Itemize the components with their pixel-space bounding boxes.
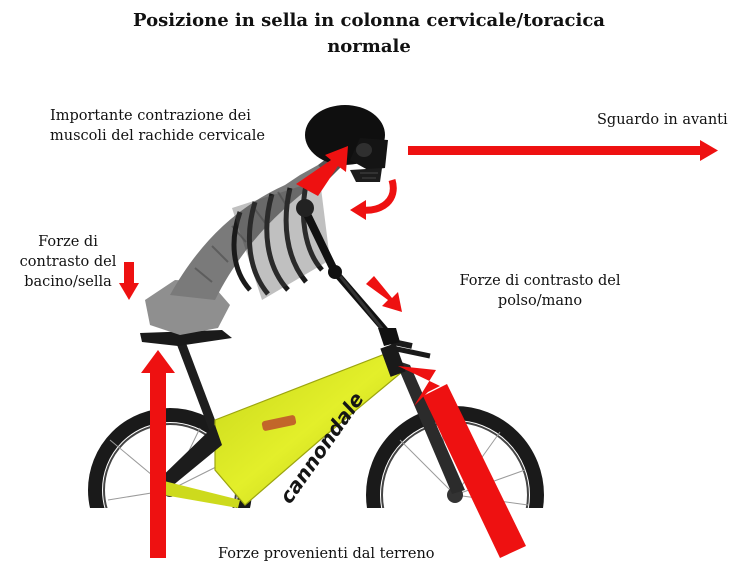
force-arrows bbox=[119, 140, 718, 558]
pelvis-label-line-2: contrasto del bbox=[19, 254, 117, 270]
wrist-arrow bbox=[366, 276, 402, 312]
pelvis-label-line-3: bacino/sella bbox=[24, 274, 112, 290]
neck-label-line-2: muscoli del rachide cervicale bbox=[50, 128, 265, 144]
ground-label: Forze provenienti dal terreno bbox=[218, 546, 435, 562]
neck-label-line-1: Importante contrazione dei bbox=[50, 108, 251, 124]
wrist-label: Forze di contrasto del polso/mano bbox=[440, 271, 640, 311]
saddle bbox=[140, 330, 232, 346]
wrist-label-line-2: polso/mano bbox=[497, 293, 583, 309]
neck-contraction-arrow bbox=[296, 146, 348, 196]
wrist-label-line-1: Forze di contrasto del bbox=[459, 273, 621, 289]
fork bbox=[395, 360, 465, 494]
pelvis-label-line-1: Forze di bbox=[38, 234, 98, 250]
ground-arrow-left bbox=[141, 350, 175, 558]
pelvis-down-arrow bbox=[119, 262, 139, 300]
skull-icon bbox=[305, 105, 388, 182]
chin-curved-arrow bbox=[361, 178, 397, 214]
bicycle-illustration: cannondale bbox=[0, 330, 738, 566]
ground-arrow-right bbox=[398, 366, 526, 558]
gaze-arrow bbox=[408, 140, 718, 161]
diagram-title: Posizione in sella in colonna cervicale/… bbox=[0, 8, 738, 60]
gaze-label: Sguardo in avanti bbox=[597, 112, 728, 128]
rib-cage bbox=[231, 184, 324, 296]
skeleton-illustration bbox=[145, 105, 400, 346]
arm-bones bbox=[301, 206, 390, 338]
pelvis-label: Forze di contrasto del bacino/sella bbox=[8, 232, 128, 292]
neck-label: Importante contrazione dei muscoli del r… bbox=[50, 106, 265, 146]
title-line-1: Posizione in sella in colonna cervicale/… bbox=[133, 10, 605, 31]
title-line-2: normale bbox=[327, 36, 411, 57]
